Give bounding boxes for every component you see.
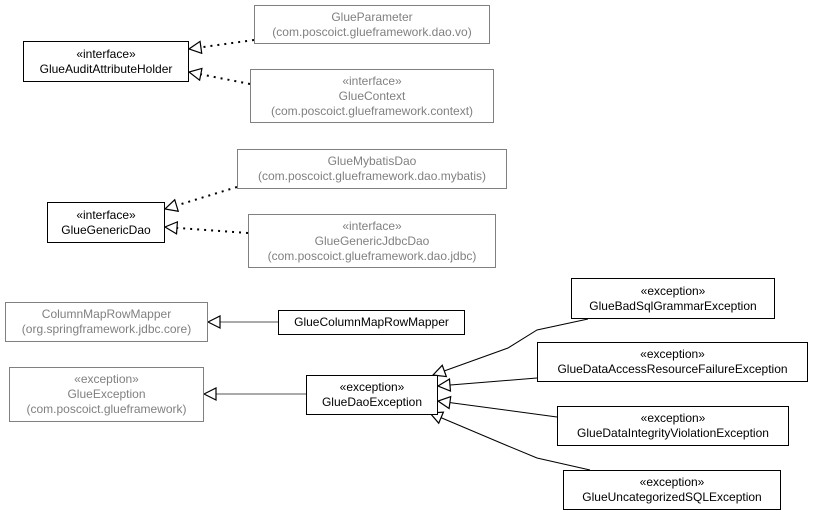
edge-badsqlgrammar-to-gluedaoexception <box>433 318 589 375</box>
class-name: GlueDaoException <box>321 395 423 409</box>
class-package: (com.poscoict.glueframework.dao.jdbc) <box>267 248 477 263</box>
class-glue-data-integrity-violation-exception[interactable]: «exception» GlueDataIntegrityViolationEx… <box>557 406 789 446</box>
class-stereotype: «exception» <box>639 475 705 489</box>
class-stereotype: «exception» <box>74 372 139 386</box>
edge-uncategorizedsql-to-gluedaoexception <box>430 413 591 471</box>
edge-glueparameter-to-auditholder <box>189 39 255 49</box>
class-name: GlueAuditAttributeHolder <box>39 61 173 76</box>
class-name: GlueColumnMapRowMapper <box>294 315 449 329</box>
class-glue-data-access-resource-failure-exception[interactable]: «exception» GlueDataAccessResourceFailur… <box>537 342 808 382</box>
class-glue-audit-attribute-holder[interactable]: «interface» GlueAuditAttributeHolder <box>23 41 189 82</box>
class-package: (com.poscoict.glueframework.context) <box>270 103 474 118</box>
class-name: GlueGenericJdbcDao <box>314 233 430 248</box>
class-column-map-row-mapper[interactable]: ColumnMapRowMapper (org.springframework.… <box>5 302 208 342</box>
class-name: ColumnMapRowMapper <box>41 307 172 321</box>
class-glue-context[interactable]: «interface» GlueContext (com.poscoict.gl… <box>250 69 494 123</box>
class-glue-exception[interactable]: «exception» GlueException (com.poscoict.… <box>9 367 204 422</box>
class-glue-column-map-row-mapper[interactable]: GlueColumnMapRowMapper <box>278 310 465 335</box>
class-glue-generic-jdbc-dao[interactable]: «interface» GlueGenericJdbcDao (com.posc… <box>248 214 496 268</box>
class-stereotype: «interface» <box>342 218 402 233</box>
class-glue-dao-exception[interactable]: «exception» GlueDaoException <box>306 375 438 415</box>
edge-genericjdbcdao-to-genericdao <box>165 227 249 233</box>
class-name: GlueMybatisDao <box>327 154 417 168</box>
class-name: GlueContext <box>338 88 406 103</box>
class-name: GlueUncategorizedSQLException <box>582 490 762 504</box>
class-stereotype: «exception» <box>640 411 706 425</box>
class-glue-bad-sql-grammar-exception[interactable]: «exception» GlueBadSqlGrammarException <box>571 278 775 319</box>
class-package: (org.springframework.jdbc.core) <box>21 322 192 336</box>
class-name: GlueDataIntegrityViolationException <box>577 426 769 440</box>
class-glue-generic-dao[interactable]: «interface» GlueGenericDao <box>47 202 165 243</box>
class-package: (com.poscoict.glueframework) <box>26 402 187 416</box>
class-glue-uncategorized-sql-exception[interactable]: «exception» GlueUncategorizedSQLExceptio… <box>563 470 781 510</box>
class-package: (com.poscoict.glueframework.dao.vo) <box>272 24 472 39</box>
class-name: GlueBadSqlGrammarException <box>589 298 757 313</box>
class-stereotype: «interface» <box>76 207 136 222</box>
class-name: GlueDataAccessResourceFailureException <box>557 362 788 376</box>
edge-gluecontext-to-auditholder <box>189 72 251 85</box>
class-stereotype: «interface» <box>76 46 136 61</box>
class-package: (com.poscoict.glueframework.dao.mybatis) <box>257 169 487 183</box>
edge-dataaccessresourcefailure-to-gluedaoexception <box>438 377 538 386</box>
class-stereotype: «exception» <box>640 283 706 298</box>
edge-dataintegrityviolation-to-gluedaoexception <box>438 401 558 418</box>
class-glue-parameter[interactable]: GlueParameter (com.poscoict.glueframewor… <box>254 5 490 44</box>
class-name: GlueException <box>67 387 146 401</box>
edge-mybatisdao-to-genericdao <box>165 186 238 209</box>
class-stereotype: «exception» <box>339 380 405 394</box>
class-name: GlueGenericDao <box>61 222 151 237</box>
class-name: GlueParameter <box>331 9 413 24</box>
class-stereotype: «interface» <box>342 73 402 88</box>
class-glue-mybatis-dao[interactable]: GlueMybatisDao (com.poscoict.glueframewo… <box>237 149 507 189</box>
class-stereotype: «exception» <box>640 347 705 361</box>
